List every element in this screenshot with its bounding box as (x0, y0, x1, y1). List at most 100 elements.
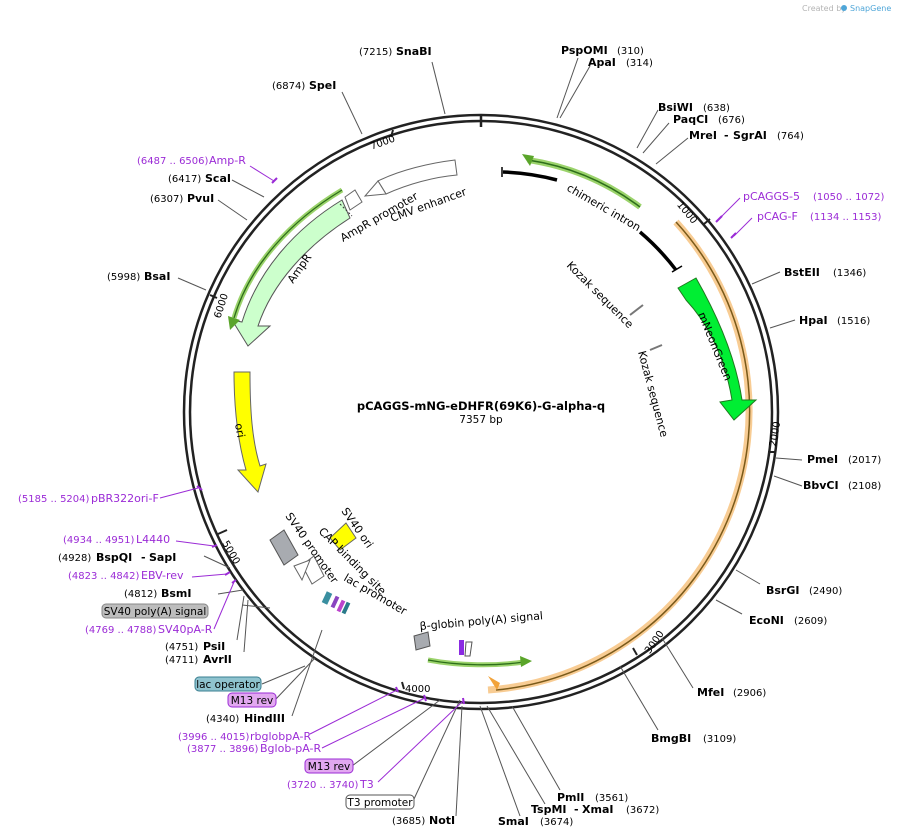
primer-pcag-f: pCAG-F (757, 210, 798, 223)
tick-2000: 2000 (768, 421, 783, 448)
site-xmai: XmaI (582, 803, 613, 816)
feature-ori-arrow (233, 371, 267, 494)
site-sapi: SapI (149, 551, 176, 564)
site-bsiwi: BsiWI (658, 101, 693, 114)
site-pvui: PvuI (187, 192, 214, 205)
site-scai-pos: (6417) (168, 174, 201, 185)
boxed-lac-operator-label: lac operator (196, 679, 260, 691)
site-bmgbi: BmgBI (651, 732, 691, 745)
site-bsai: BsaI (144, 270, 170, 283)
orf-orange (495, 221, 751, 691)
site-tspmi-dash: - (574, 803, 579, 816)
site-bsmi-pos: (4812) (124, 589, 157, 600)
site-spei-pos: (6874) (272, 81, 305, 92)
primer-sv40pa-r-range: (4769 .. 4788) (85, 625, 157, 636)
primer-ebv-rev: EBV-rev (141, 569, 184, 582)
site-avrii: AvrII (203, 653, 232, 666)
feature-kozak-1: Kozak sequence (564, 259, 636, 331)
site-econi-pos: (2609) (794, 616, 827, 627)
site-bmgbi-pos: (3109) (703, 734, 736, 745)
boxed-lac-operator: lac operator (194, 676, 262, 692)
site-hindiii: HindIII (244, 712, 285, 725)
chimeric-intron-part-2 (638, 230, 678, 272)
site-tspmi: TspMI (531, 803, 567, 816)
site-econi: EcoNI (749, 614, 784, 627)
primer-pcag-f-range: (1134 .. 1153) (810, 212, 882, 223)
site-hpai-pos: (1516) (837, 316, 870, 327)
site-psii: PsiI (203, 640, 225, 653)
site-smai: SmaI (498, 815, 529, 828)
primer-ebv-rev-range: (4823 .. 4842) (68, 571, 140, 582)
site-mrei: MreI (689, 129, 717, 142)
site-snabi: SnaBI (396, 45, 432, 58)
site-smai-pos: (3674) (540, 817, 573, 828)
site-snabi-pos: (7215) (359, 47, 392, 58)
feature-bglobin-gray-box (413, 631, 431, 651)
feature-sv40-ori-box (329, 522, 357, 551)
site-sgrai: SgrAI (733, 129, 767, 142)
feature-kozak-2: Kozak sequence (635, 349, 671, 438)
site-hpai: HpaI (799, 314, 828, 327)
boxed-sv40-polya: SV40 poly(A) signal (101, 603, 209, 619)
site-apai-pos: (314) (626, 58, 653, 69)
primer-bglob-pa-r-range: (3877 .. 3896) (187, 744, 259, 755)
boxed-m13-rev-2-label: M13 rev (308, 761, 351, 773)
site-bspqi: BspQI (96, 551, 132, 564)
site-pmli-pos: (3561) (595, 793, 628, 804)
snapgene-logo-icon (841, 5, 847, 11)
tick-3000: 3000 (643, 629, 667, 656)
feature-cmv-enhancer-arrow (377, 159, 458, 195)
boxed-m13-rev-1-label: M13 rev (231, 695, 274, 707)
feature-cap-site-box (321, 591, 333, 605)
primer-pcaggs-5-range: (1050 .. 1072) (813, 192, 885, 203)
feature-mneongreen-arrow (677, 277, 758, 421)
boxed-t3-promoter-label: T3 promoter (346, 797, 413, 809)
site-pmli: PmlI (557, 791, 584, 804)
orf-green-top (527, 159, 641, 208)
site-bsiwi-pos: (638) (703, 103, 730, 114)
site-bspqi-pos: (4928) (58, 553, 91, 564)
primer-bglob-pa-r: Bglob-pA-R (260, 742, 322, 755)
map-title: pCAGGS-mNG-eDHFR(69K6)-G-alpha-q (357, 399, 605, 413)
primer-rbglobpa-r: rbglobpA-R (250, 730, 311, 743)
watermark-brand: SnapGene (850, 4, 891, 13)
site-hindiii-pos: (4340) (206, 714, 239, 725)
site-avrii-pos: (4711) (165, 655, 198, 666)
primer-leader-lines (159, 165, 753, 783)
site-mrei-pos: (764) (777, 131, 804, 142)
primer-pbr322ori-f: pBR322ori-F (91, 492, 159, 505)
primer-rbglobpa-r-range: (3996 .. 4015) (178, 732, 250, 743)
site-apai: ApaI (588, 56, 616, 69)
feature-sv40-promoter-box (269, 529, 299, 566)
orf-green-ampr (233, 189, 343, 319)
map-size: 7357 bp (459, 414, 503, 426)
site-psii-pos: (4751) (165, 642, 198, 653)
site-bsteii: BstEII (784, 266, 820, 279)
site-tspmi-pos: (3672) (626, 805, 659, 816)
site-mfei-pos: (2906) (733, 688, 766, 699)
site-bsai-pos: (5998) (107, 272, 140, 283)
orf-green-bottom (427, 659, 525, 666)
site-pvui-pos: (6307) (150, 194, 183, 205)
primer-ampr-r: Amp-R (209, 154, 246, 167)
primer-pcaggs-5: pCAGGS-5 (743, 190, 800, 203)
chimeric-intron-part-1 (502, 170, 558, 182)
site-bbvci: BbvCI (803, 479, 839, 492)
site-bsrgi-pos: (2490) (809, 586, 842, 597)
primer-t3-range: (3720 .. 3740) (287, 780, 359, 791)
site-paqci-pos: (676) (718, 115, 745, 126)
site-bspqi-dash: - (141, 551, 146, 564)
boxed-sv40-polya-label: SV40 poly(A) signal (104, 606, 207, 618)
site-mfei: MfeI (697, 686, 724, 699)
tick-5000: 5000 (219, 539, 241, 567)
feature-ampr-arrow (230, 199, 351, 347)
feature-chimeric-intron: chimeric intron (565, 181, 643, 234)
site-spei: SpeI (309, 79, 336, 92)
primer-ampr-r-range: (6487 .. 6506) (137, 156, 209, 167)
site-bsrgi: BsrGI (766, 584, 799, 597)
feature-bglobin-purple-box (459, 640, 464, 655)
site-noti: NotI (429, 814, 455, 827)
primer-l4440: L4440 (136, 533, 170, 546)
orf-green-top-arrowhead (522, 154, 534, 166)
